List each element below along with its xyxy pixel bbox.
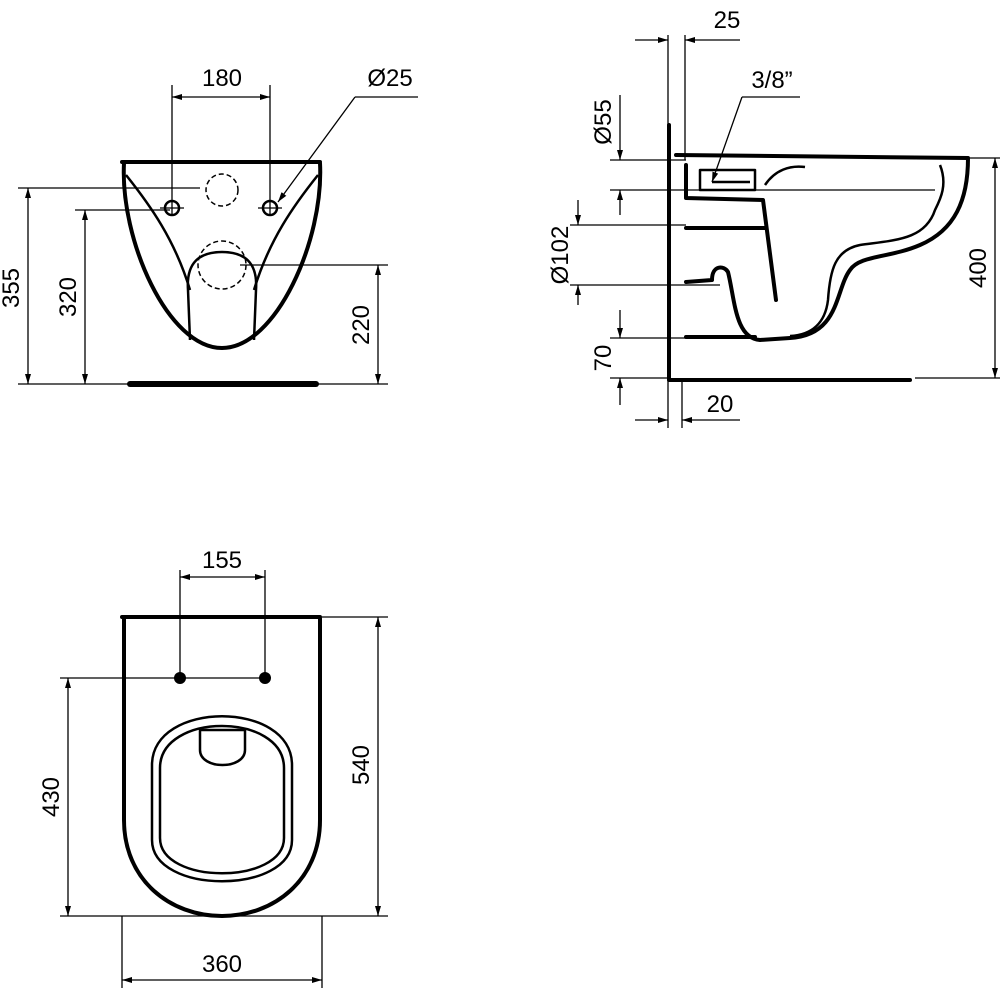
bowl-outline — [674, 153, 970, 342]
dim-diameter-102: Ø102 — [547, 226, 574, 285]
front-inner-neck — [186, 250, 258, 341]
front-outline — [120, 160, 323, 350]
dim-thread-3-8: 3/8” — [751, 67, 792, 94]
dim-25: 25 — [714, 7, 741, 34]
dim-320: 320 — [55, 277, 82, 317]
dim-355: 355 — [0, 268, 25, 308]
dim-220: 220 — [348, 305, 375, 345]
outlet-hole-hidden — [197, 240, 247, 290]
dim-400: 400 — [965, 248, 992, 288]
dim-430: 430 — [38, 777, 65, 817]
dim-diameter-55: Ø55 — [590, 99, 617, 144]
dim-155: 155 — [202, 547, 242, 574]
dim-360: 360 — [202, 951, 242, 978]
top-view: 155 430 540 360 — [38, 547, 388, 988]
front-view: 180 Ø25 355 320 220 — [0, 65, 418, 387]
dim-diameter-25: Ø25 — [367, 65, 412, 92]
dim-540: 540 — [348, 745, 375, 785]
dim-70: 70 — [590, 345, 617, 372]
inlet-hole-hidden — [205, 173, 239, 207]
dim-180: 180 — [202, 65, 242, 92]
side-view: 25 20 Ø55 Ø102 70 400 3/8” — [547, 7, 1000, 428]
dim-20: 20 — [707, 391, 734, 418]
seat-outer — [150, 715, 294, 883]
hinge-cutout — [198, 728, 247, 767]
seat-inner — [158, 724, 286, 875]
wall — [667, 123, 912, 382]
